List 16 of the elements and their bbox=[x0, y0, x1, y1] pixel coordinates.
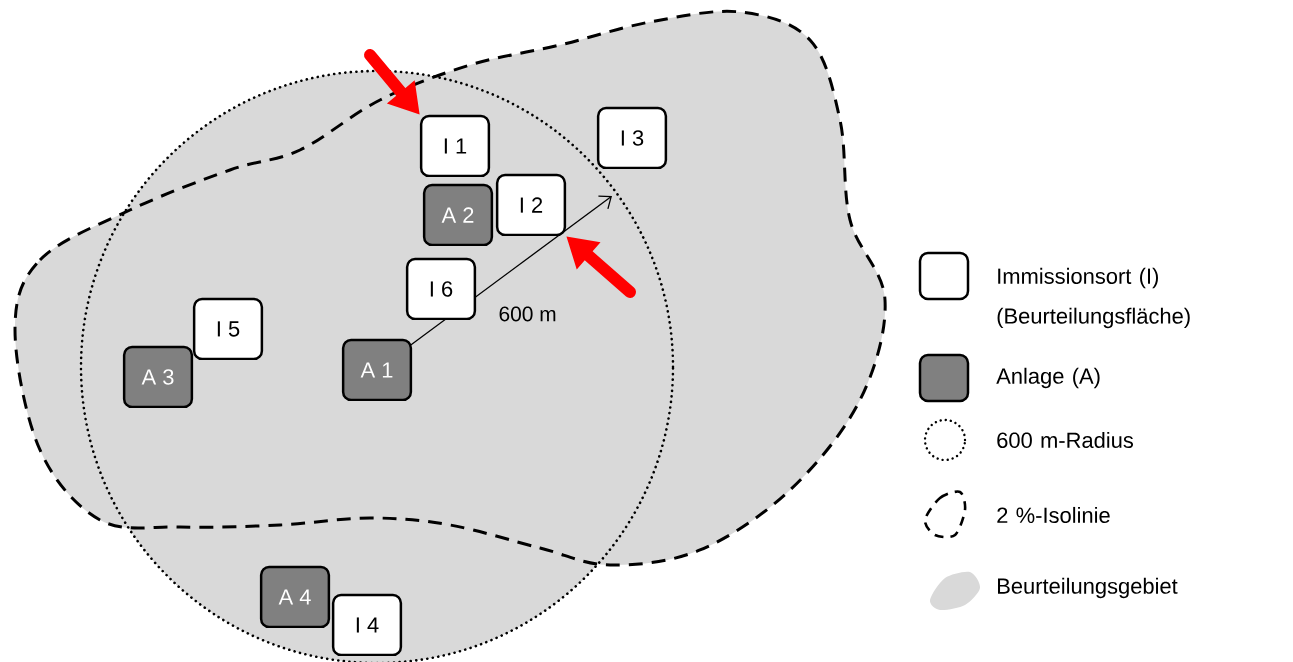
receptor-box: I 6 bbox=[405, 257, 477, 321]
distance-label: 600 m bbox=[499, 306, 556, 322]
receptor-box: I 1 bbox=[419, 114, 491, 178]
legend-label: Beurteilungsgebiet bbox=[998, 577, 1178, 599]
legend-label: Immissionsort (I) (Beurteilungsfläche) bbox=[997, 267, 1190, 329]
receptor-box: I 4 bbox=[331, 593, 403, 657]
receptor-box: I 3 bbox=[596, 106, 668, 170]
facility-box: A 3 bbox=[122, 345, 194, 409]
receptor-box: I 5 bbox=[192, 297, 264, 361]
legend-label: 2 %-Isolinie bbox=[997, 506, 1110, 524]
facility-box: A 1 bbox=[341, 338, 413, 402]
facility-box: A 4 bbox=[259, 565, 331, 629]
receptor-box: I 2 bbox=[495, 173, 567, 237]
facility-box: A 2 bbox=[422, 183, 494, 247]
legend-label: 600 m-Radius bbox=[997, 431, 1134, 449]
legend-label: Anlage (A) bbox=[996, 367, 1100, 389]
